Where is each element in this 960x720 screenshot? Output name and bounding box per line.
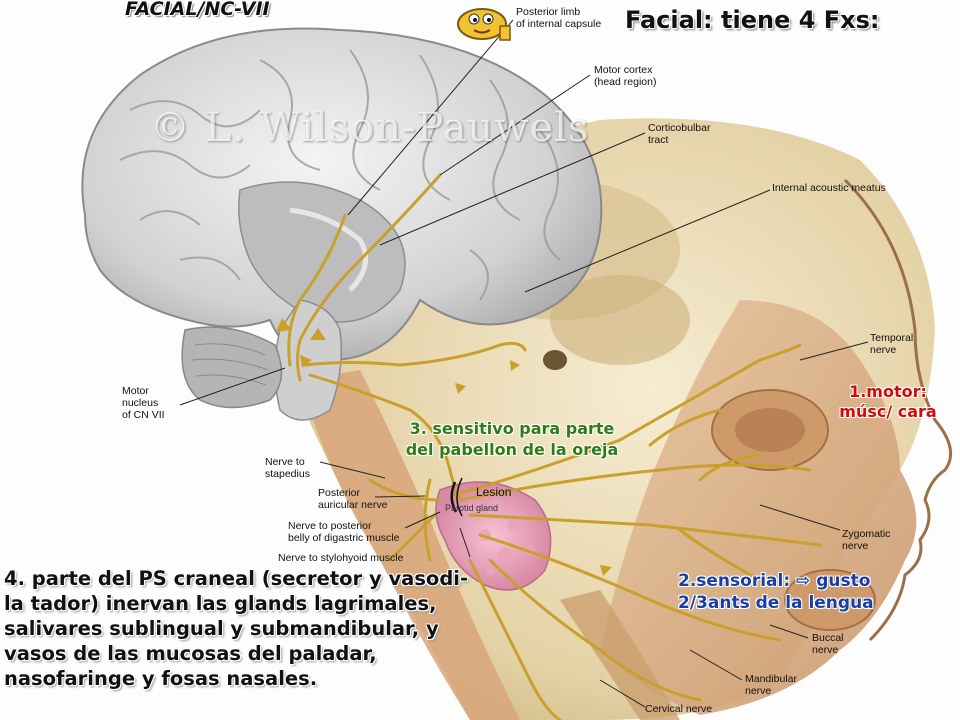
label-cervical: Cervical nerve — [645, 703, 713, 715]
label-parotid: Parotid gland — [445, 503, 499, 513]
label-zygomatic: Zygomatic nerve — [842, 528, 891, 552]
label-temporal-nerve: Temporal nerve — [870, 332, 914, 356]
internal-capsule-cut — [238, 181, 406, 323]
label-posterior-limb: Posterior limb of internal capsule — [516, 6, 602, 30]
function-motor: 1.motor: músc/ cara — [839, 382, 937, 421]
label-corticobulbar: Corticobulbar tract — [648, 122, 711, 146]
function-sensory: 2.sensorial: ⇨ gusto 2/3ants de la lengu… — [678, 571, 874, 613]
function-parasympathetic: 4. parte del PS craneal (secretor y vaso… — [4, 567, 469, 690]
leader-lines — [179, 19, 869, 708]
function-sensitive: 3. sensitivo para parte del pabellon de … — [405, 419, 619, 459]
label-nerve-stapedius: Nerve to stapedius — [265, 456, 310, 480]
nerve-arrows — [276, 318, 612, 576]
label-internal-acoustic: Internal acoustic meatus — [772, 182, 886, 194]
label-digastric: Nerve to posterior belly of digastric mu… — [288, 520, 400, 544]
face-profile — [843, 178, 953, 642]
cartoon-logo-icon — [457, 8, 511, 41]
label-mandibular: Mandibular nerve — [745, 673, 797, 697]
cerebellum — [181, 326, 283, 409]
slide-title-left: FACIAL/NC-VII — [125, 0, 270, 20]
label-motor-nucleus: Motor nucleus of CN VII — [122, 385, 165, 421]
orbicularis-oris — [784, 569, 876, 631]
lesion-marker — [450, 477, 463, 517]
label-stylohyoid: Nerve to stylohyoid muscle — [278, 552, 404, 564]
label-lesion: Lesion — [476, 485, 512, 499]
label-posterior-auricular: Posterior auricular nerve — [318, 487, 388, 511]
neck-muscles — [300, 370, 520, 720]
slide-title-right: Facial: tiene 4 Fxs: — [625, 6, 880, 34]
label-motor-cortex: Motor cortex (head region) — [594, 64, 657, 88]
label-buccal: Buccal nerve — [812, 632, 844, 656]
copyright-watermark: © L. Wilson-Pauwels — [150, 105, 590, 151]
